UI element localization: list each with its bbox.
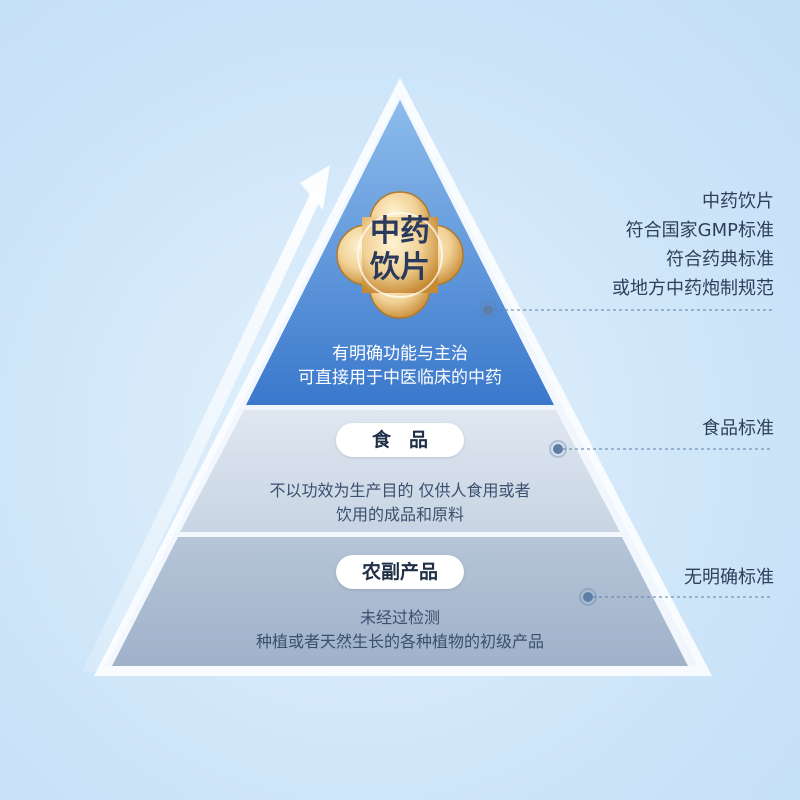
description-line: 不以功效为生产目的 仅供人食用或者 bbox=[269, 481, 531, 500]
standard-line: 食品标准 bbox=[702, 418, 774, 439]
standard-note-top: 中药饮片 符合国家GMP标准 符合药典标准 或地方中药炮制规范 bbox=[612, 187, 774, 303]
standard-note-middle: 食品标准 bbox=[702, 414, 774, 443]
tier-bottom-description: 未经过检测 种植或者天然生长的各种植物的初级产品 bbox=[160, 606, 640, 654]
tier-top-description: 有明确功能与主治 可直接用于中医临床的中药 bbox=[230, 342, 570, 390]
tier-top-label: 中药 饮片 bbox=[344, 214, 456, 286]
tier-middle-description: 不以功效为生产目的 仅供人食用或者 饮用的成品和原料 bbox=[190, 479, 610, 527]
pyramid-tier-middle bbox=[180, 410, 620, 532]
standard-note-bottom: 无明确标准 bbox=[684, 563, 774, 592]
leader-line-top bbox=[479, 301, 772, 319]
description-line: 未经过检测 bbox=[359, 608, 440, 627]
description-line: 种植或者天然生长的各种植物的初级产品 bbox=[255, 632, 544, 651]
pyramid-tier-bottom bbox=[112, 537, 688, 666]
leader-line-bottom bbox=[579, 588, 772, 606]
standard-line: 符合药典标准 bbox=[666, 249, 774, 270]
tier-middle-label: 食品 bbox=[336, 423, 464, 457]
leader-line-middle bbox=[549, 440, 772, 458]
standard-line: 或地方中药炮制规范 bbox=[612, 278, 774, 299]
description-line: 有明确功能与主治 bbox=[332, 344, 468, 364]
rising-arrow-icon bbox=[82, 165, 330, 672]
standard-line: 无明确标准 bbox=[684, 567, 774, 588]
description-line: 饮用的成品和原料 bbox=[335, 505, 464, 524]
standard-line: 符合国家GMP标准 bbox=[625, 220, 774, 241]
tier-bottom-label: 农副产品 bbox=[336, 555, 464, 589]
badge-emblem bbox=[336, 191, 464, 319]
tier-top-label-line: 饮片 bbox=[370, 250, 430, 285]
description-line: 可直接用于中医临床的中药 bbox=[298, 368, 502, 388]
standard-line: 中药饮片 bbox=[702, 191, 774, 212]
tier-top-label-line: 中药 bbox=[370, 214, 430, 249]
